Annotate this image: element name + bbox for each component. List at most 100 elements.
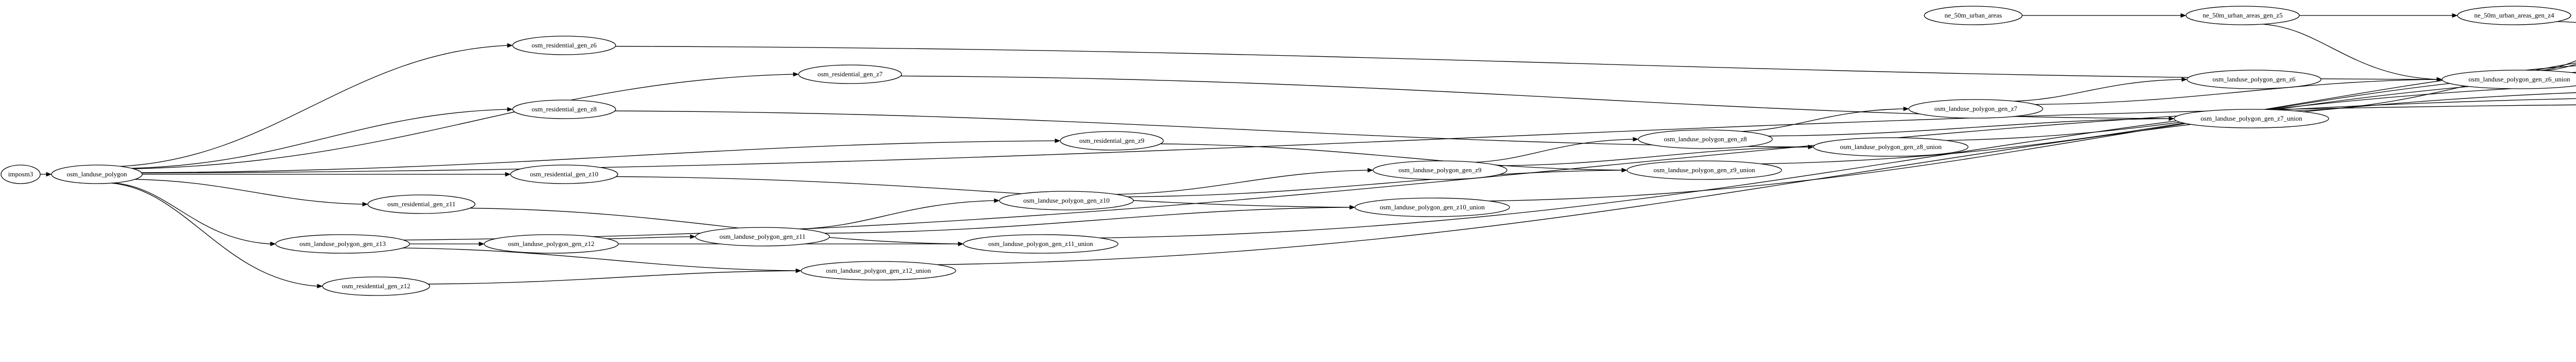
edge-line	[1115, 170, 1368, 195]
graph-node[interactable]: osm_residential_gen_z8	[512, 100, 616, 119]
node-label: osm_residential_gen_z9	[1079, 137, 1144, 144]
node-label: osm_residential_gen_z6	[532, 41, 597, 49]
graph-node[interactable]: osm_landuse_polygon_gen_z8	[1638, 129, 1773, 149]
graph-edge	[142, 172, 511, 177]
graph-node[interactable]: ne_50m_urban_areas_gen_z4	[2457, 6, 2571, 25]
graph-edge	[113, 182, 276, 246]
node-label: osm_landuse_polygon_gen_z7_union	[2200, 114, 2302, 122]
node-ellipse	[801, 261, 956, 281]
edge-arrowhead	[270, 241, 276, 246]
graph-node[interactable]: osm_landuse_polygon_gen_z11	[695, 227, 830, 246]
node-ellipse	[484, 234, 619, 254]
node-ellipse	[512, 36, 616, 55]
node-ellipse	[510, 164, 618, 184]
node-label: osm_residential_gen_z12	[342, 282, 411, 290]
edge-line	[131, 109, 508, 169]
edge-line	[141, 140, 1056, 173]
graph-edge	[134, 179, 368, 207]
node-ellipse	[367, 194, 476, 214]
graph-edge	[1945, 65, 2576, 141]
node-ellipse	[1354, 198, 1510, 217]
edge-arrowhead	[2452, 13, 2458, 18]
graph-node[interactable]: osm_residential_gen_z10	[510, 164, 618, 184]
edge-line	[936, 92, 2576, 265]
graph-node[interactable]: osm_landuse_polygon	[51, 164, 143, 184]
graph-node[interactable]: imposm3	[1, 164, 41, 184]
graph-edge	[141, 138, 1061, 173]
graph-node[interactable]: osm_landuse_polygon_gen_z7_union	[2174, 109, 2329, 128]
edge-line	[606, 236, 691, 239]
edge-arrowhead	[1903, 106, 1909, 111]
graph-node[interactable]: osm_landuse_polygon_gen_z6	[2187, 70, 2321, 89]
edge-arrowhead	[795, 268, 802, 273]
edge-arrowhead	[1349, 205, 1355, 210]
graph-edge	[615, 176, 1355, 210]
node-ellipse	[1638, 129, 1773, 149]
edge-arrowhead	[690, 234, 696, 239]
graph-edge	[2556, 21, 2576, 23]
edge-line	[1098, 85, 2576, 239]
graph-node[interactable]: osm_landuse_polygon_gen_z10_union	[1354, 198, 1510, 217]
graph-node[interactable]: osm_landuse_polygon_gen_z6_union	[2442, 70, 2576, 89]
graph-node[interactable]: osm_landuse_polygon_gen_z8_union	[1813, 137, 1969, 157]
edge-arrowhead	[507, 107, 513, 112]
edge-line	[2262, 24, 2437, 80]
node-ellipse	[2185, 6, 2300, 25]
graph-node[interactable]: osm_residential_gen_z7	[798, 64, 902, 84]
graph-node[interactable]: osm_landuse_polygon_gen_z12	[484, 234, 619, 254]
graph-edge	[2543, 63, 2576, 71]
edge-line	[2013, 79, 2182, 102]
graph-edge	[2262, 24, 2443, 82]
node-ellipse	[51, 164, 143, 184]
edge-line	[1498, 146, 1809, 167]
node-label: osm_landuse_polygon_gen_z7	[1934, 105, 2018, 112]
edge-line	[1767, 118, 2170, 137]
node-label: ne_50m_urban_areas_gen_z5	[2202, 11, 2282, 19]
graph-node[interactable]: osm_landuse_polygon_gen_z13	[275, 234, 410, 254]
graph-node[interactable]: osm_landuse_polygon_gen_z10	[999, 191, 1134, 210]
graph-edge	[1115, 168, 1374, 195]
node-ellipse	[512, 100, 616, 119]
node-label: osm_landuse_polygon	[67, 170, 127, 178]
graph-edge	[1098, 85, 2576, 239]
edge-arrowhead	[507, 43, 513, 48]
edge-line	[402, 248, 796, 271]
graph-edge	[606, 234, 696, 239]
edge-arrowhead	[2180, 13, 2187, 18]
edge-line	[1160, 143, 1622, 171]
node-ellipse	[322, 276, 430, 296]
graph-node[interactable]: ne_50m_urban_areas	[1924, 6, 2023, 25]
node-label: osm_landuse_polygon_gen_z12_union	[826, 267, 931, 274]
edge-arrowhead	[994, 198, 1000, 203]
nodes-layer: imposm3 osm_landuse_polygon osm_residentia…	[1, 6, 2576, 296]
graph-node[interactable]: osm_landuse_polygon_gen_z9	[1372, 160, 1507, 180]
graph-node[interactable]: osm_residential_gen_z11	[367, 194, 476, 214]
graph-node[interactable]: osm_residential_gen_z6	[512, 36, 616, 55]
graph-edge	[2299, 13, 2458, 18]
node-ellipse	[963, 234, 1118, 254]
graph-edge	[120, 43, 513, 167]
edge-line	[615, 46, 2437, 80]
graph-node[interactable]: osm_landuse_polygon_gen_z11_union	[963, 234, 1118, 254]
node-ellipse	[695, 227, 830, 246]
node-ellipse	[275, 234, 410, 254]
graph-node[interactable]: osm_residential_gen_z12	[322, 276, 430, 296]
graph-edge	[1767, 116, 2175, 137]
node-label: osm_landuse_polygon_gen_z12	[508, 240, 595, 248]
graph-node[interactable]: osm_landuse_polygon_gen_z7	[1908, 99, 2043, 119]
node-label: osm_landuse_polygon_gen_z11_union	[988, 240, 1093, 248]
edge-line	[824, 207, 1350, 234]
node-label: ne_50m_urban_areas_gen_z4	[2474, 11, 2554, 19]
graph-node[interactable]: osm_landuse_polygon_gen_z9_union	[1626, 160, 1782, 180]
graph-edge	[469, 207, 964, 246]
node-ellipse	[999, 191, 1134, 210]
node-ellipse	[1813, 137, 1969, 157]
graph-node[interactable]: osm_landuse_polygon_gen_z12_union	[801, 261, 956, 281]
graph-node[interactable]: ne_50m_urban_areas_gen_z5	[2185, 6, 2300, 25]
node-label: osm_landuse_polygon_gen_z9_union	[1653, 166, 1755, 174]
node-label: osm_residential_gen_z7	[818, 70, 883, 78]
edge-line	[111, 183, 318, 287]
edge-arrowhead	[46, 172, 52, 177]
graph-edge	[111, 183, 323, 289]
graph-node[interactable]: osm_residential_gen_z9	[1060, 131, 1164, 151]
